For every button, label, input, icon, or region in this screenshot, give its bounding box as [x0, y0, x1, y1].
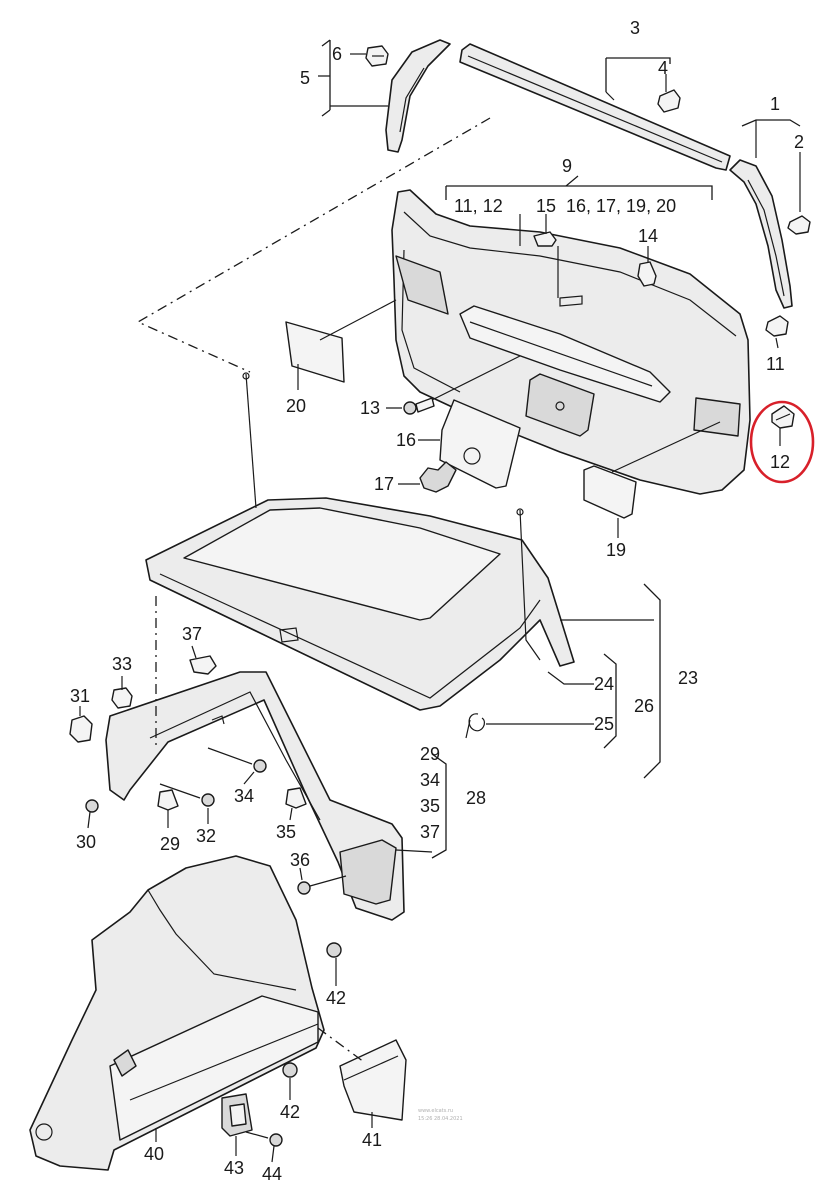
- callout-23: 23: [678, 668, 698, 688]
- callout-42-upper: 42: [326, 988, 346, 1008]
- part-42-screw-upper: [326, 942, 342, 958]
- watermark-line1: www.elcats.ru: [418, 1108, 453, 1114]
- callout-29: 29: [160, 834, 180, 854]
- part-20-cover-panel: [285, 321, 345, 383]
- callout-4: 4: [658, 58, 668, 78]
- part-16-lock-cover: [439, 399, 521, 489]
- callout-9: 9: [562, 156, 572, 176]
- part-33-clip: [111, 687, 133, 709]
- callout-44: 44: [262, 1164, 282, 1184]
- part-31-clip: [69, 715, 93, 743]
- part-3-upper-trim-strip: [459, 43, 731, 171]
- callout-36: 36: [290, 850, 310, 870]
- callout-28-34: 34: [420, 770, 440, 790]
- part-34-screw: [207, 747, 267, 773]
- part-29-clip: [157, 789, 179, 811]
- callout-33: 33: [112, 654, 132, 674]
- part-13-screw: [403, 397, 435, 415]
- callout-42-lower: 42: [280, 1102, 300, 1122]
- callout-12: 12: [770, 452, 790, 472]
- part-25-hook: [465, 713, 486, 739]
- callout-16: 16: [396, 430, 416, 450]
- callout-14: 14: [638, 226, 658, 246]
- part-40-side-trim: [29, 855, 325, 1171]
- part-32-screw: [159, 783, 215, 807]
- assembly-line-5: [136, 117, 491, 373]
- part-36-screw: [297, 875, 347, 895]
- part-4-clip: [657, 89, 681, 113]
- callout-17: 17: [374, 474, 394, 494]
- part-17-knob: [419, 461, 457, 493]
- part-19-cover: [583, 465, 637, 519]
- highlight-ellipse-part-12: [749, 400, 815, 484]
- callout-43: 43: [224, 1158, 244, 1178]
- watermark-line2: 15:26 28.04.2021: [418, 1116, 463, 1122]
- part-23-parcel-shelf: [145, 497, 575, 711]
- callout-37: 37: [182, 624, 202, 644]
- callout-5: 5: [300, 68, 310, 88]
- callout-24: 24: [594, 674, 614, 694]
- callout-1: 1: [770, 94, 780, 114]
- part-35-clip: [285, 787, 307, 809]
- callout-9-16-17-19-20: 16, 17, 19, 20: [566, 196, 676, 216]
- part-44-screw: [245, 1131, 283, 1147]
- callout-28-29: 29: [420, 744, 440, 764]
- callout-3: 3: [630, 18, 640, 38]
- part-41-clip-plate: [339, 1039, 407, 1121]
- part-1-right-pillar-trim: [729, 159, 793, 309]
- callout-19: 19: [606, 540, 626, 560]
- callout-35: 35: [276, 822, 296, 842]
- callout-28-35: 35: [420, 796, 440, 816]
- callout-9-11-12: 11, 12: [454, 196, 503, 216]
- callout-30: 30: [76, 832, 96, 852]
- callout-26: 26: [634, 696, 654, 716]
- callout-40: 40: [144, 1144, 164, 1164]
- assembly-line-41: [317, 1027, 365, 1063]
- callout-41: 41: [362, 1130, 382, 1150]
- tether-cord-right: [519, 509, 541, 661]
- part-28-side-bracket: [105, 671, 405, 921]
- part-11-clip: [765, 315, 789, 337]
- callout-20: 20: [286, 396, 306, 416]
- callout-11: 11: [766, 354, 785, 374]
- part-42-screw-lower: [282, 1062, 298, 1078]
- callout-labels: 3 4 5 6 1 2 9 11, 12 15 16, 17, 19, 20 1…: [70, 18, 804, 1184]
- callout-13: 13: [360, 398, 380, 418]
- callout-28-37: 37: [420, 822, 440, 842]
- callout-31: 31: [70, 686, 90, 706]
- tether-cord-left: [245, 373, 257, 509]
- part-6-clip: [365, 45, 389, 67]
- callout-2: 2: [794, 132, 804, 152]
- callout-32: 32: [196, 826, 216, 846]
- callout-34: 34: [234, 786, 254, 806]
- callout-25: 25: [594, 714, 614, 734]
- part-30-screw: [85, 799, 99, 813]
- part-2-clip: [787, 215, 811, 235]
- part-43-grommet: [221, 1093, 253, 1137]
- callout-9-15: 15: [536, 196, 556, 216]
- part-5-left-pillar-trim: [385, 39, 451, 153]
- leader-lines: [79, 39, 801, 1163]
- callout-28: 28: [466, 788, 486, 808]
- part-15-clip: [533, 231, 557, 247]
- part-12-clip: [771, 405, 795, 429]
- part-14-clip: [637, 261, 657, 287]
- part-37-clip: [189, 655, 217, 675]
- callout-6: 6: [332, 44, 342, 64]
